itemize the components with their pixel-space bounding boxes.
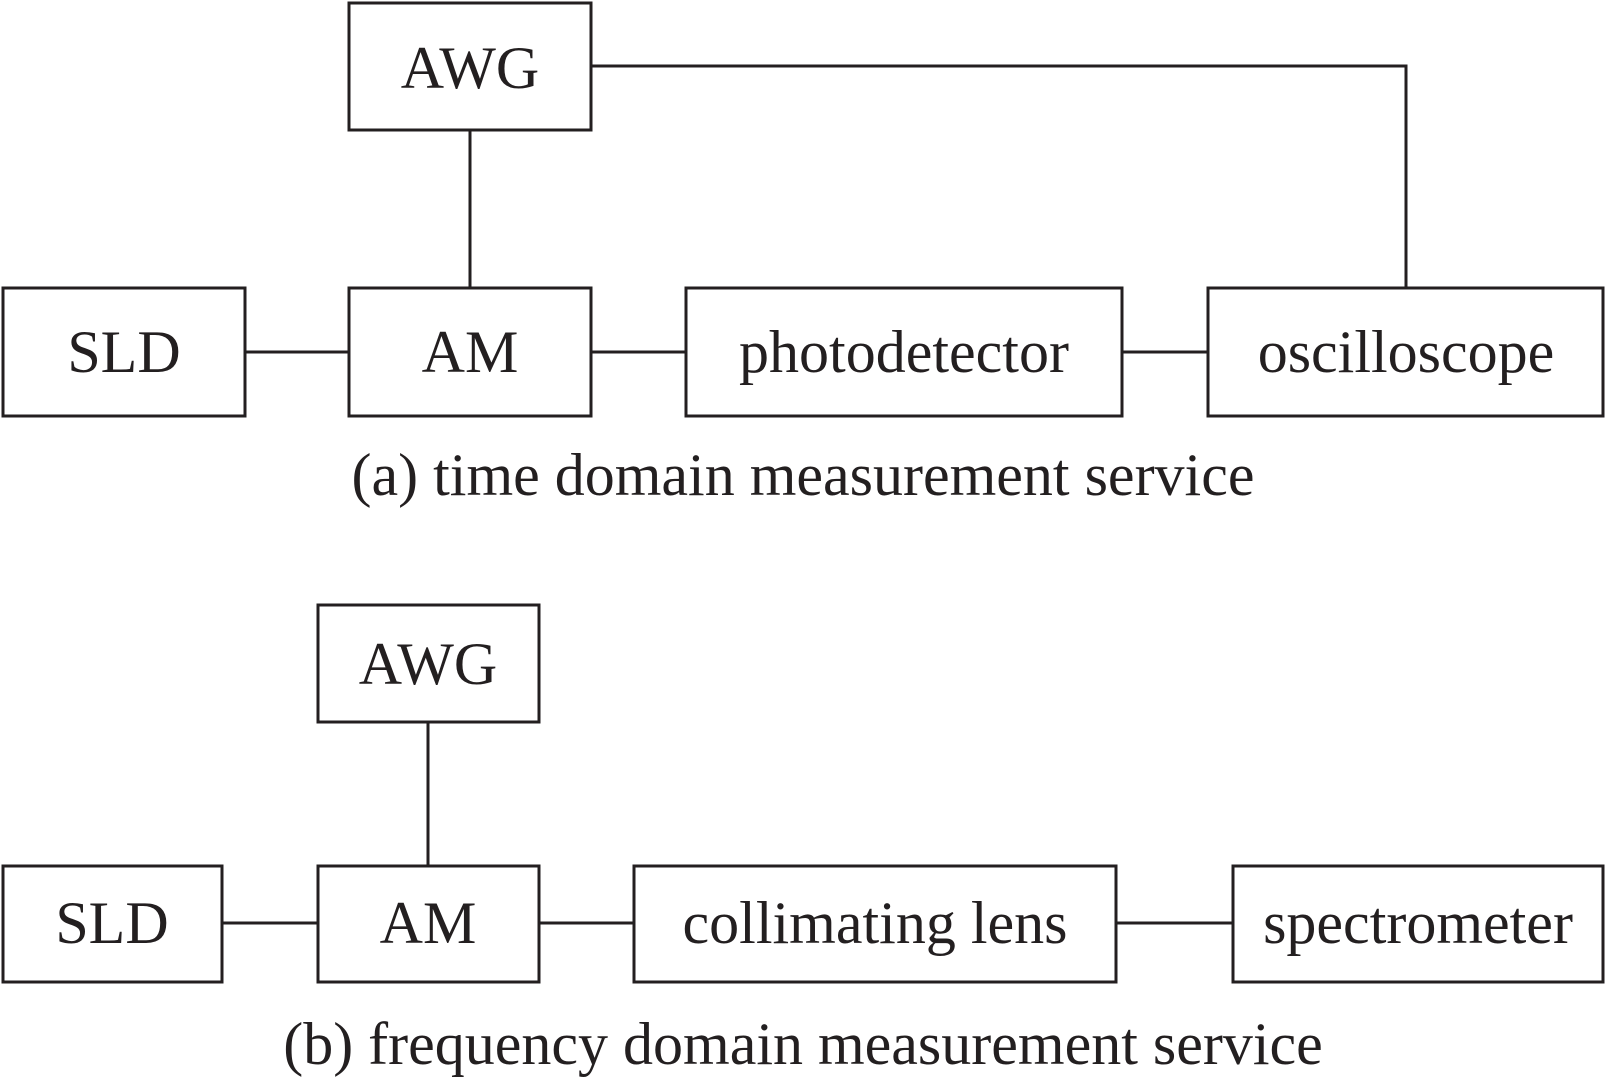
- block-spectrometer-b-label: spectrometer: [1263, 890, 1573, 956]
- block-photodetector-a: photodetector: [684, 286, 1124, 418]
- caption-a: (a) time domain measurement service: [352, 442, 1255, 508]
- block-am-b: AM: [316, 864, 541, 984]
- block-awg-a: AWG: [347, 1, 593, 132]
- caption-b: (b) frequency domain measurement service: [283, 1011, 1323, 1077]
- block-oscilloscope-a-label: oscilloscope: [1258, 319, 1555, 385]
- diagram-a: AWG SLD AM photodetector oscilloscope (a…: [1, 1, 1605, 508]
- block-am-b-label: AM: [380, 890, 477, 956]
- block-awg-b: AWG: [316, 603, 541, 724]
- diagram-b: AWG SLD AM collimating lens spectrometer…: [1, 603, 1605, 1077]
- block-collimating-lens-b: collimating lens: [632, 864, 1118, 984]
- connector-awg-oscilloscope-a: [591, 64, 1408, 288]
- block-am-a: AM: [347, 286, 593, 418]
- block-awg-a-label: AWG: [401, 35, 540, 101]
- block-awg-b-label: AWG: [359, 631, 498, 697]
- block-sld-a: SLD: [1, 286, 247, 418]
- block-spectrometer-b: spectrometer: [1231, 864, 1605, 984]
- block-sld-a-label: SLD: [67, 319, 180, 385]
- block-photodetector-a-label: photodetector: [739, 319, 1069, 385]
- block-am-a-label: AM: [422, 319, 519, 385]
- block-oscilloscope-a: oscilloscope: [1206, 286, 1605, 418]
- block-collimating-lens-b-label: collimating lens: [683, 890, 1068, 956]
- block-sld-b: SLD: [1, 864, 224, 984]
- block-sld-b-label: SLD: [55, 890, 168, 956]
